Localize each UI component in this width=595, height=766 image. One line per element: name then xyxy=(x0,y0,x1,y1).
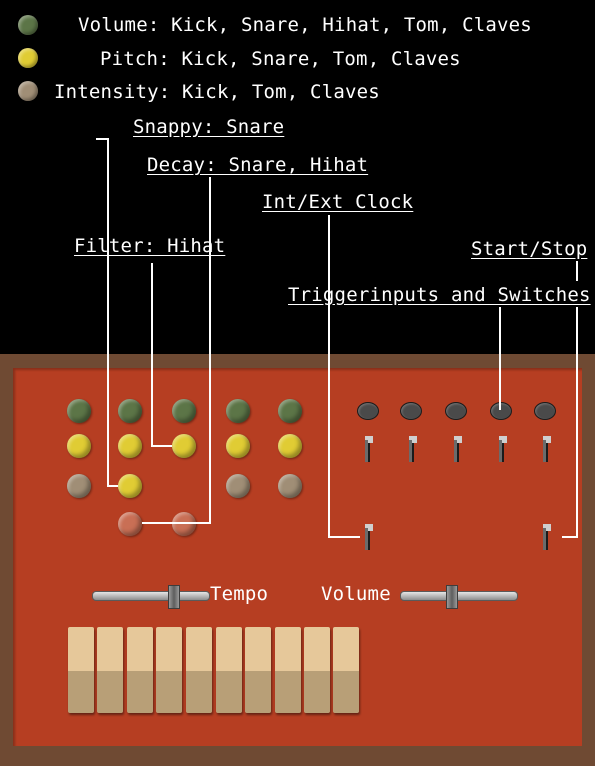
kick-intensity-knob[interactable] xyxy=(67,474,91,498)
trigger-pad-10[interactable] xyxy=(333,627,359,713)
trigger-pad-9[interactable] xyxy=(304,627,330,713)
trigger-input-jack-5[interactable] xyxy=(534,402,556,420)
tom-pitch-knob[interactable] xyxy=(226,434,250,458)
trigger-pad-4[interactable] xyxy=(156,627,182,713)
kick-volume-knob[interactable] xyxy=(67,399,91,423)
trigger-switch-2[interactable] xyxy=(407,434,419,464)
tempo-slider-thumb[interactable] xyxy=(168,585,181,609)
tom-intensity-knob[interactable] xyxy=(226,474,250,498)
pitch-legend-dot xyxy=(18,48,38,68)
tempo-slider-track[interactable] xyxy=(92,591,210,601)
filter-callout-line xyxy=(151,263,172,447)
tom-volume-knob[interactable] xyxy=(226,399,250,423)
claves-volume-knob[interactable] xyxy=(278,399,302,423)
startstop-callout: Start/Stop xyxy=(471,238,588,260)
trigger-input-jack-1[interactable] xyxy=(357,402,379,420)
trigger-pad-5[interactable] xyxy=(186,627,212,713)
trigger-pad-8[interactable] xyxy=(275,627,301,713)
trigger-callout: Triggerinputs and Switches xyxy=(288,284,591,306)
claves-pitch-knob[interactable] xyxy=(278,434,302,458)
decay-callout-line xyxy=(142,177,211,524)
volume-legend-label: Volume: Kick, Snare, Hihat, Tom, Claves xyxy=(78,14,532,36)
clock-switch[interactable] xyxy=(363,522,375,552)
clock-callout-line xyxy=(328,215,360,538)
trigger-input-jack-2[interactable] xyxy=(400,402,422,420)
snare-volume-knob[interactable] xyxy=(118,399,142,423)
claves-intensity-knob[interactable] xyxy=(278,474,302,498)
start-stop-switch[interactable] xyxy=(541,522,553,552)
snare-decay-knob[interactable] xyxy=(118,512,142,536)
snare-pitch-knob[interactable] xyxy=(118,434,142,458)
trigger-pad-2[interactable] xyxy=(97,627,123,713)
trigger-pad-7[interactable] xyxy=(245,627,271,713)
volume-slider-thumb[interactable] xyxy=(446,585,459,609)
trigger-switch-3[interactable] xyxy=(452,434,464,464)
decay-callout: Decay: Snare, Hihat xyxy=(147,154,369,176)
snappy-callout: Snappy: Snare xyxy=(133,116,285,138)
volume-legend-dot xyxy=(18,15,38,35)
snare-snappy-knob[interactable] xyxy=(118,474,142,498)
trigger-pad-6[interactable] xyxy=(216,627,242,713)
trigger-pad-1[interactable] xyxy=(68,627,94,713)
kick-pitch-knob[interactable] xyxy=(67,434,91,458)
filter-callout: Filter: Hihat xyxy=(74,235,226,257)
tempo-label: Tempo xyxy=(210,583,269,605)
snappy-callout-line xyxy=(96,138,118,487)
startstop-callout-line-lower xyxy=(562,307,578,538)
hihat-filter-knob[interactable] xyxy=(172,434,196,458)
intensity-legend-dot xyxy=(18,81,38,101)
hihat-volume-knob[interactable] xyxy=(172,399,196,423)
trigger-switch-1[interactable] xyxy=(363,434,375,464)
pitch-legend-label: Pitch: Kick, Snare, Tom, Claves xyxy=(100,48,461,70)
trigger-switch-4[interactable] xyxy=(497,434,509,464)
clock-callout: Int/Ext Clock xyxy=(262,191,414,213)
trigger-switch-5[interactable] xyxy=(541,434,553,464)
intensity-legend-label: Intensity: Kick, Tom, Claves xyxy=(54,81,380,103)
trigger-input-jack-3[interactable] xyxy=(445,402,467,420)
volume-label: Volume xyxy=(321,583,391,605)
trigger-pad-3[interactable] xyxy=(127,627,153,713)
volume-slider-track[interactable] xyxy=(400,591,518,601)
